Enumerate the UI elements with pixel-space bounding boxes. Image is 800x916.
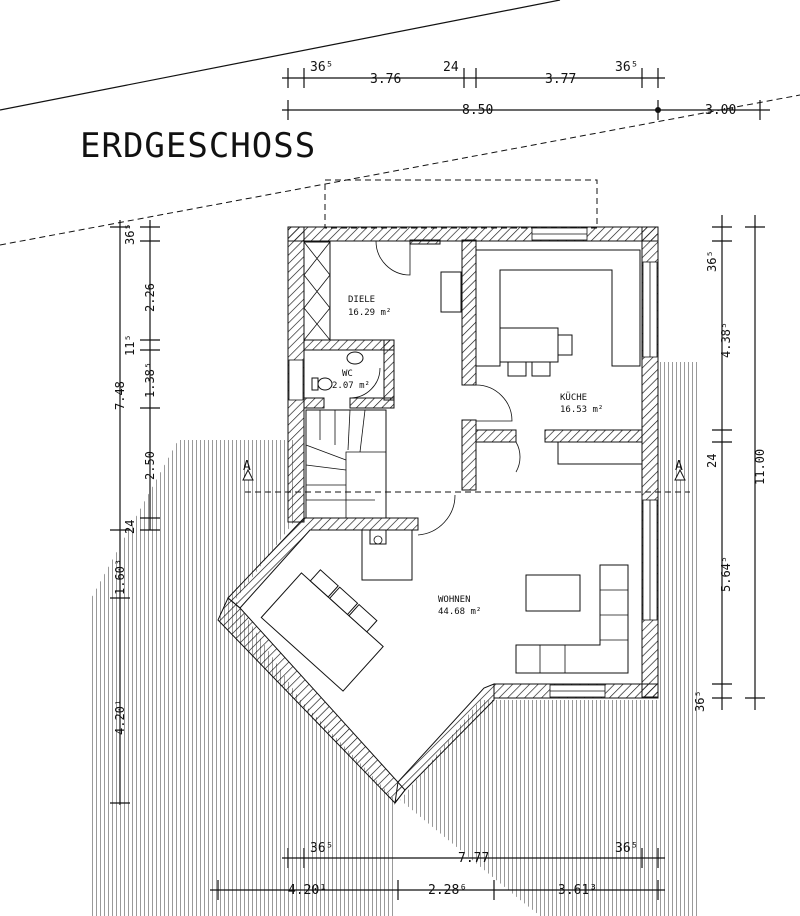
dim-top-right: 3.00	[705, 103, 736, 118]
room-name-diele: DIELE	[348, 295, 375, 305]
plan-title: ERDGESCHOSS	[80, 126, 316, 166]
dim-left-4: 1.38⁵	[143, 362, 157, 398]
dim-top-total: 8.50	[462, 103, 493, 118]
wc-fixtures	[311, 351, 364, 391]
doors	[349, 240, 521, 536]
porch-outline	[324, 179, 598, 229]
dim-left-3: 11⁵	[123, 334, 137, 356]
interior-walls	[303, 239, 643, 491]
room-area-wohnen: 44.68 m²	[438, 607, 481, 617]
dim-left-5: 2.50	[143, 451, 157, 480]
room-area-kueche: 16.53 m²	[560, 405, 603, 415]
diele-cabinet	[440, 271, 462, 313]
property-lines	[0, 0, 800, 246]
dim-left-2: 2.26	[143, 283, 157, 312]
kitchen-furniture	[475, 249, 643, 465]
dim-right-3: 24	[705, 454, 719, 468]
dim-right-5: 36⁵	[693, 690, 707, 712]
staircase	[305, 409, 387, 519]
dim-left-6: 24	[123, 520, 137, 534]
dim-right-4: 5.64⁵	[719, 556, 733, 592]
section-marker-left: A	[243, 459, 251, 474]
wardrobe	[303, 241, 331, 341]
dim-bottom-6: 3.61³	[558, 883, 597, 898]
dim-top-2: 3.76	[370, 72, 401, 87]
room-name-wc: WC	[342, 369, 353, 379]
dim-top-5: 36⁵	[615, 60, 638, 75]
dim-bottom-5: 2.28⁶	[428, 883, 467, 898]
windows	[288, 227, 658, 698]
dim-bottom-3: 36⁵	[615, 841, 638, 856]
dim-right-1: 36⁵	[705, 250, 719, 272]
dimension-right	[712, 215, 765, 710]
section-marker-right: A	[675, 459, 683, 474]
dimension-left	[110, 220, 160, 805]
dim-bottom-2: 7.77	[458, 851, 489, 866]
room-name-wohnen: WOHNEN	[438, 595, 471, 605]
dimension-bottom	[210, 848, 665, 900]
dim-right-2: 4.38⁵	[719, 322, 733, 358]
room-area-diele: 16.29 m²	[348, 308, 391, 318]
room-name-kueche: KÜCHE	[560, 392, 587, 403]
dim-top-4: 3.77	[545, 72, 576, 87]
living-furniture	[260, 529, 629, 692]
dim-bottom-1: 36⁵	[310, 841, 333, 856]
dim-left-7: 1.60³	[113, 559, 127, 595]
dim-left-1: 36⁵	[123, 223, 137, 245]
dimension-top	[282, 68, 770, 120]
dim-top-3: 24	[443, 60, 459, 75]
room-area-wc: 2.07 m²	[332, 381, 370, 391]
dim-left-outer: 7.48	[113, 381, 127, 410]
dim-right-outer: 11.00	[753, 449, 767, 485]
dim-top-1: 36⁵	[310, 60, 333, 75]
dim-bottom-4: 4.20¹	[288, 883, 327, 898]
dim-left-8: 4.20¹	[113, 699, 127, 735]
section-line	[242, 468, 690, 493]
